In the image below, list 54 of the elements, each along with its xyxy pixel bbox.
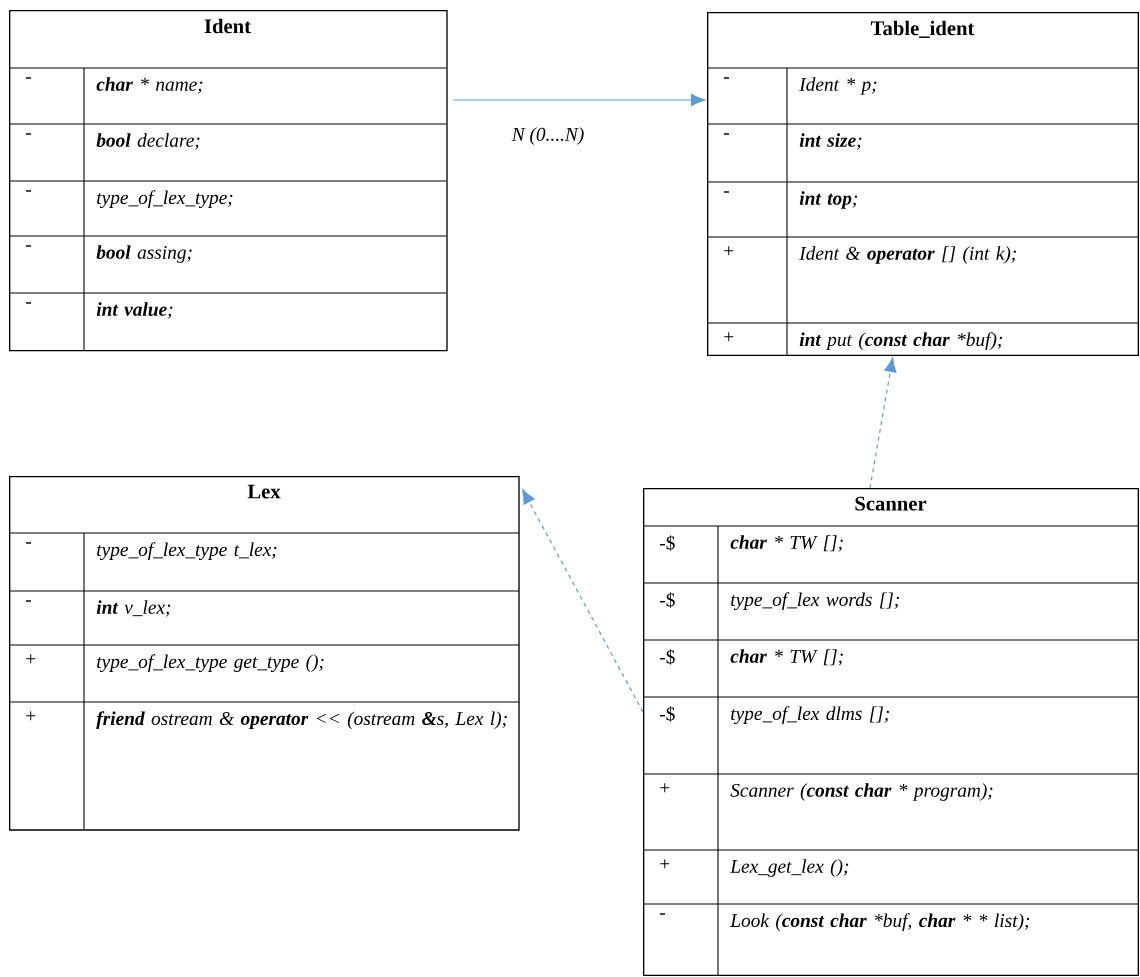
class-name: Table_ident <box>870 20 975 38</box>
visibility-marker: - <box>660 913 665 915</box>
member-text: int value; <box>96 302 173 319</box>
member-text: Scanner (const char* program); <box>730 783 993 801</box>
visibility-marker: -$ <box>660 592 675 608</box>
class-table <box>8 476 520 831</box>
visibility-marker: -$ <box>660 535 675 551</box>
member-text: int v_lex; <box>96 600 171 617</box>
visibility-marker: + <box>26 654 36 664</box>
member-text: type_of_lex_type t_lex; <box>97 542 277 561</box>
visibility-marker: - <box>26 77 31 79</box>
arrow <box>522 489 644 713</box>
visibility-marker: - <box>26 302 31 304</box>
visibility-marker: - <box>26 600 31 602</box>
member-text: Lex_get_lex (); <box>730 859 849 877</box>
member-text: int size; <box>799 133 862 150</box>
visibility-marker: - <box>724 191 729 193</box>
edge-label: N (0....N) <box>509 124 587 148</box>
visibility-marker: + <box>724 332 734 342</box>
class-name: Scanner <box>855 496 927 511</box>
visibility-marker: - <box>26 542 31 544</box>
member-text: Ident & operator [] (int k); <box>799 246 1016 264</box>
member-text: bool declare; <box>96 133 200 150</box>
member-text: friend ostream & operator << (ostream &s, Lex l); <box>96 711 507 729</box>
class-name: Lex <box>247 484 281 499</box>
visibility-marker: + <box>660 783 670 793</box>
visibility-marker: - <box>26 190 31 192</box>
visibility-marker: + <box>724 246 734 256</box>
member-text: type_of_lex_type; <box>97 190 233 209</box>
visibility-marker: - <box>26 245 31 247</box>
class-table <box>8 10 448 352</box>
member-text: Look (const char *buf, char* * list); <box>730 913 1030 931</box>
visibility-marker: - <box>724 133 729 135</box>
member-text: char* name; <box>96 77 203 94</box>
member-text: int put (const char *buf); <box>799 332 1003 350</box>
arrow <box>453 93 706 107</box>
member-text: char* TW []; <box>730 535 843 552</box>
visibility-marker: -$ <box>660 649 675 665</box>
visibility-marker: - <box>724 77 729 79</box>
visibility-marker: + <box>26 711 36 721</box>
class-name: Ident <box>204 18 251 34</box>
visibility-marker: + <box>660 859 670 869</box>
member-text: type_of_lex dlms []; <box>731 706 889 725</box>
class-table <box>706 12 1139 356</box>
member-text: type_of_lex_type get_type (); <box>97 654 324 673</box>
visibility-marker: - <box>26 133 31 135</box>
member-text: int top; <box>799 191 858 209</box>
arrow <box>869 357 897 489</box>
member-text: char* TW []; <box>730 649 843 666</box>
member-text: type_of_lex words []; <box>731 592 900 611</box>
member-text: bool assing; <box>96 245 192 263</box>
class-table <box>642 488 1139 976</box>
visibility-marker: -$ <box>660 706 675 722</box>
member-text: Ident * p; <box>799 77 877 95</box>
